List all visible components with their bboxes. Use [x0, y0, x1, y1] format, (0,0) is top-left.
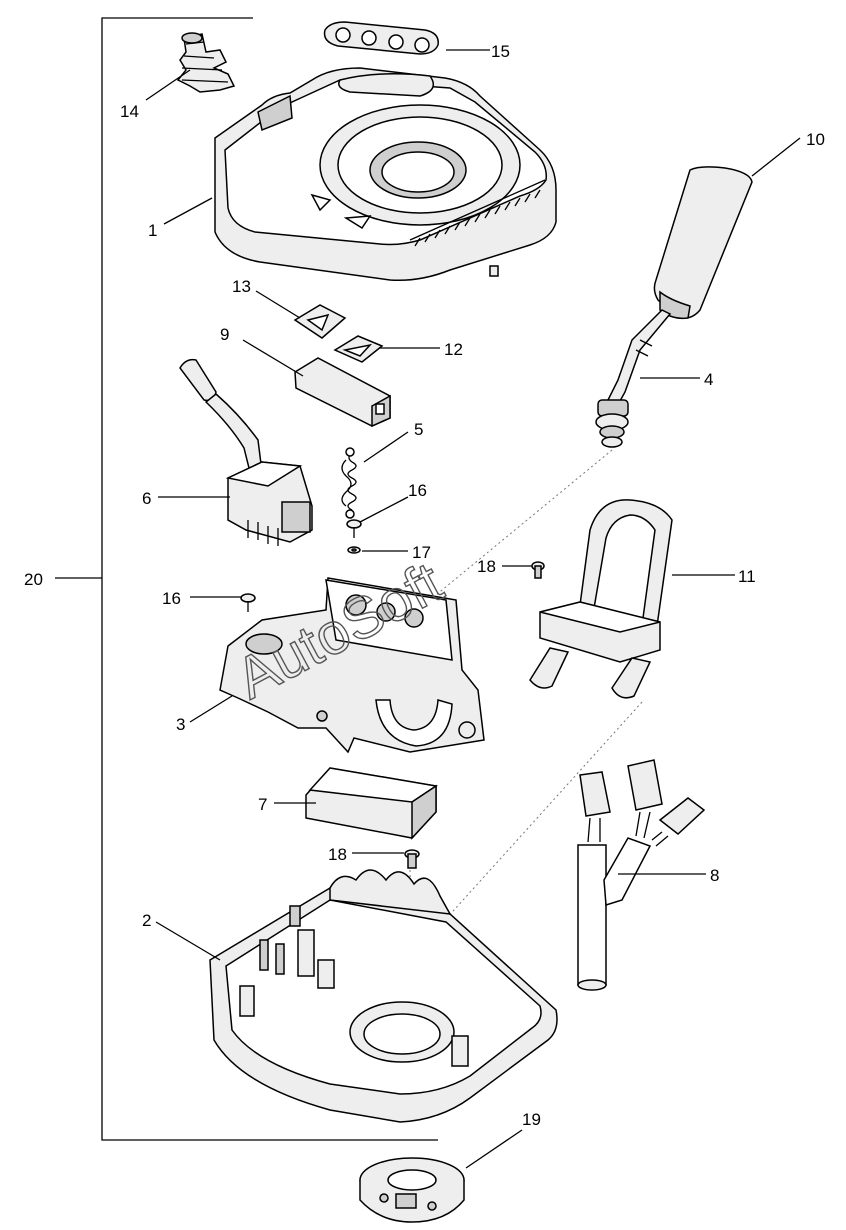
- part-4-lever-shaft: [595, 309, 672, 448]
- label-20: 20: [24, 570, 43, 589]
- label-14: 14: [120, 102, 139, 121]
- part-3-mounting-plate: [219, 577, 485, 754]
- assembly-bracket: [55, 17, 438, 1141]
- label-7: 7: [258, 795, 267, 814]
- part-18-pin-upper: [531, 561, 545, 579]
- label-13: 13: [232, 277, 251, 296]
- label-18-upper: 18: [477, 557, 496, 576]
- part-5-spring: [341, 447, 357, 519]
- part-15-label-strip: [323, 21, 439, 55]
- label-2: 2: [142, 911, 151, 930]
- label-16-left: 16: [162, 589, 181, 608]
- part-18-pin-lower: [404, 849, 420, 869]
- label-9: 9: [220, 325, 229, 344]
- label-12: 12: [444, 340, 463, 359]
- part-11-u-bracket: [529, 499, 673, 699]
- part-14-rubber-boot: [176, 32, 236, 93]
- part-7-electronic-module: [305, 767, 438, 840]
- part-6-lever-assembly: [179, 358, 313, 546]
- part-2-lower-housing: [209, 869, 558, 1123]
- part-8-wire-harness: [577, 759, 706, 991]
- callout-labels: 15 14 1 10 13 9 12 4 5 6 16 17 18 11 20 …: [24, 42, 825, 1129]
- part-16-screw-upper: [346, 519, 362, 538]
- part-16-screw-left: [240, 593, 256, 612]
- part-13-button: [293, 304, 347, 339]
- part-12-button: [333, 335, 384, 363]
- label-5: 5: [414, 420, 423, 439]
- label-1: 1: [148, 221, 157, 240]
- label-16-upper: 16: [408, 481, 427, 500]
- label-4: 4: [704, 370, 713, 389]
- label-17: 17: [412, 543, 431, 562]
- label-19: 19: [522, 1110, 541, 1129]
- part-10-handle-knob: [653, 166, 753, 320]
- part-1-upper-housing: [214, 67, 557, 282]
- part-17-washer: [347, 546, 361, 554]
- label-18-lower: 18: [328, 845, 347, 864]
- label-3: 3: [176, 715, 185, 734]
- part-19-retaining-ring: [359, 1157, 465, 1223]
- label-10: 10: [806, 130, 825, 149]
- label-8: 8: [710, 866, 719, 885]
- label-11: 11: [738, 567, 756, 586]
- part-9-switch-module: [294, 357, 391, 428]
- label-6: 6: [142, 489, 151, 508]
- label-15: 15: [491, 42, 510, 61]
- callout-leaders: [145, 49, 801, 1169]
